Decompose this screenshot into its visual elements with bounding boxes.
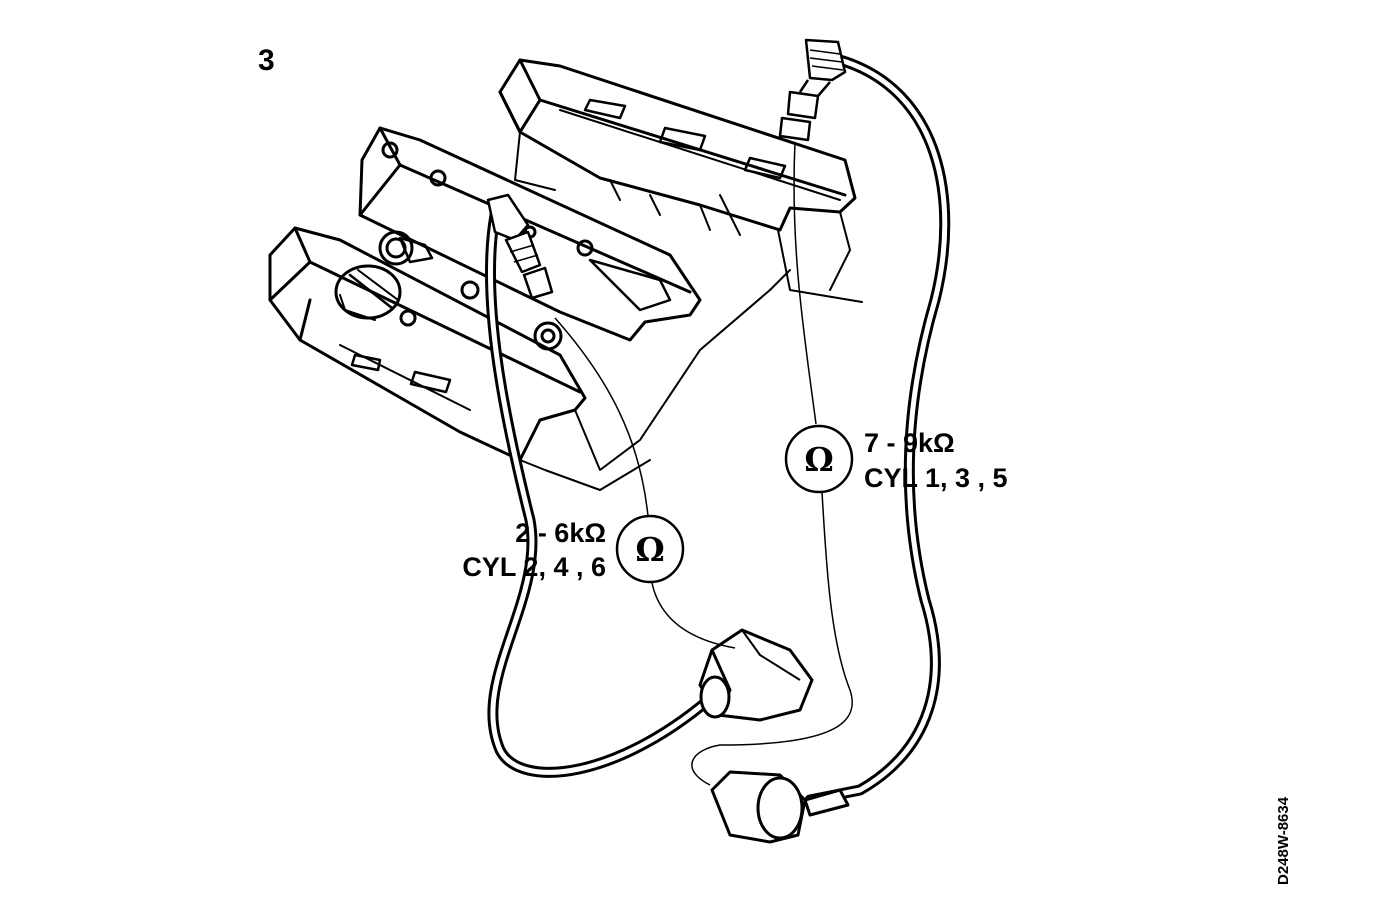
distributor-connector-front — [698, 628, 814, 722]
oil-filler-cap — [334, 264, 402, 321]
ht-lead-front — [484, 209, 726, 778]
spark-plug-rear — [778, 38, 847, 142]
resistance-range-odd: 7 - 9kΩ — [864, 428, 955, 458]
cylinders-odd-label: CYL 1, 3 , 5 — [864, 463, 1008, 493]
rear-cam-cover — [498, 58, 863, 303]
ohmmeter-probe-wires — [554, 141, 853, 786]
figure-code: D248W-8634 — [1275, 796, 1292, 885]
figure-number: 3 — [258, 44, 275, 77]
engine-cylinder-heads — [268, 58, 863, 491]
ohm-symbol-odd: Ω — [804, 440, 833, 479]
ohm-symbol-even: Ω — [635, 530, 664, 569]
cylinders-even-label: CYL 2, 4 , 6 — [462, 552, 606, 582]
ht-lead-rear — [804, 54, 951, 806]
spark-plug-front — [486, 193, 554, 300]
ohmmeter-odd-cylinders: Ω — [784, 424, 854, 494]
ohmmeter-even-cylinders: Ω — [615, 514, 685, 584]
distributor-connector-rear — [710, 770, 850, 844]
resistance-range-even: 2 - 6kΩ — [515, 518, 606, 548]
head-block — [268, 226, 791, 491]
